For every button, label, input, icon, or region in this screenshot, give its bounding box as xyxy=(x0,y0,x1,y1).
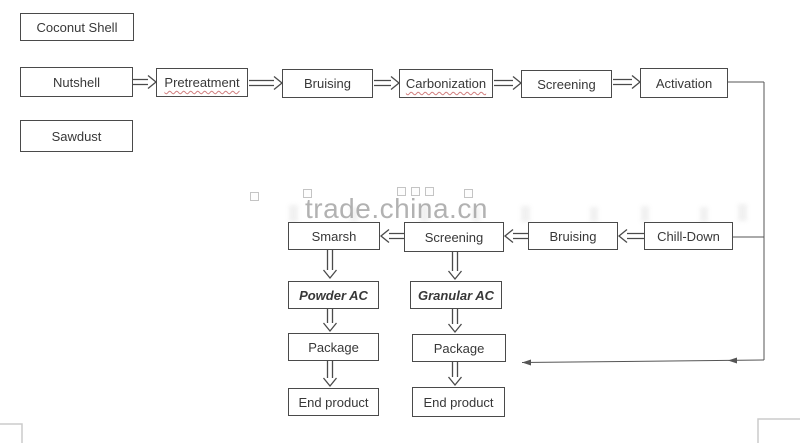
watermark-artifact xyxy=(289,205,298,222)
arrow-chilldown-to-bruising2 xyxy=(617,228,644,244)
watermark-artifact xyxy=(700,207,708,222)
node-activation: Activation xyxy=(640,68,728,98)
node-screening-2: Screening xyxy=(404,222,504,252)
watermark-artifact xyxy=(420,205,429,222)
missing-glyph-square xyxy=(397,187,406,196)
node-carbonization: Carbonization xyxy=(399,69,493,98)
node-bruising-1: Bruising xyxy=(282,69,373,98)
arrow-granularac-to-package xyxy=(447,309,463,334)
node-label: Coconut Shell xyxy=(36,19,118,35)
node-bruising-2: Bruising xyxy=(528,222,618,250)
arrow-bruising2-to-screening2 xyxy=(503,228,528,244)
watermark-artifact xyxy=(641,206,649,222)
arrow-bruising-to-carbonization xyxy=(374,75,401,91)
node-label: Bruising xyxy=(549,228,597,244)
missing-glyph-square xyxy=(464,189,473,198)
node-end-product-left: End product xyxy=(288,388,379,416)
watermark-artifact xyxy=(738,204,747,221)
node-label: End product xyxy=(298,394,369,410)
watermark-artifact xyxy=(472,207,480,222)
node-smarsh: Smarsh xyxy=(288,222,380,250)
arrowhead-into-package xyxy=(522,359,531,366)
node-nutshell: Nutshell xyxy=(20,67,133,97)
arrowhead-mid-line xyxy=(728,357,737,364)
arrow-screening-to-activation xyxy=(613,74,642,90)
missing-glyph-square xyxy=(411,187,420,196)
arrow-pretreatment-to-bruising xyxy=(249,75,284,91)
page-corner-bottom-right xyxy=(757,418,800,443)
node-package-left: Package xyxy=(288,333,379,361)
missing-glyph-square xyxy=(303,189,312,198)
node-label: Pretreatment xyxy=(164,75,240,90)
node-label: Activation xyxy=(655,75,713,91)
arrow-powderac-to-package xyxy=(322,309,338,333)
missing-glyph-square xyxy=(425,187,434,196)
node-label: Nutshell xyxy=(53,74,100,90)
node-end-product-right: End product xyxy=(412,387,505,417)
watermark-text: trade.china.cn xyxy=(305,193,488,224)
node-pretreatment: Pretreatment xyxy=(156,68,248,97)
page-corner-bottom-left xyxy=(0,423,23,443)
node-label: Carbonization xyxy=(405,76,487,91)
arrow-screening2-to-granularac xyxy=(447,252,463,281)
arrow-nutshell-to-pretreatment xyxy=(133,74,158,90)
line-bottom-to-package xyxy=(521,359,765,363)
node-powder-ac: Powder AC xyxy=(288,281,379,309)
arrow-carbonization-to-screening xyxy=(494,75,523,91)
node-label: Sawdust xyxy=(51,128,102,144)
node-screening-1: Screening xyxy=(521,70,612,98)
line-activation-down-right-side xyxy=(728,81,765,360)
arrow-smarsh-to-powderac xyxy=(322,250,338,280)
node-label: End product xyxy=(423,394,494,410)
node-label: Powder AC xyxy=(299,287,368,303)
node-label: Bruising xyxy=(304,76,351,91)
node-sawdust: Sawdust xyxy=(20,120,133,152)
node-label: Package xyxy=(433,340,485,356)
node-label: Screening xyxy=(537,76,596,92)
node-label: Screening xyxy=(424,229,484,245)
node-granular-ac: Granular AC xyxy=(410,281,502,309)
arrow-package-to-endproduct-left xyxy=(322,361,338,388)
watermark-artifact xyxy=(590,207,598,222)
node-package-right: Package xyxy=(412,334,506,362)
missing-glyph-square xyxy=(250,192,259,201)
watermark-artifact xyxy=(350,207,358,222)
node-label: Smarsh xyxy=(311,228,357,244)
node-label: Granular AC xyxy=(417,287,495,303)
node-chill-down: Chill-Down xyxy=(644,222,733,250)
node-label: Chill-Down xyxy=(657,228,720,244)
arrow-screening2-to-smarsh xyxy=(379,228,404,244)
arrow-package-to-endproduct-right xyxy=(447,362,463,387)
watermark-artifact xyxy=(521,206,530,222)
node-coconut-shell: Coconut Shell xyxy=(20,13,134,41)
node-label: Package xyxy=(308,339,359,355)
